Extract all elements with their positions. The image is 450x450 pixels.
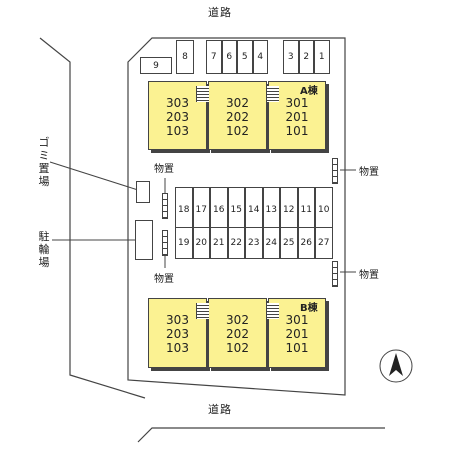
parking-slot: 7 <box>206 40 222 74</box>
storage-label: 物置 <box>359 167 379 178</box>
parking-slot: 21 <box>210 227 228 259</box>
building-a-label: A棟 <box>300 86 318 97</box>
storage-shed <box>332 261 338 287</box>
garbage-area <box>136 181 150 203</box>
parking-slot: 4 <box>252 40 268 74</box>
parking-slot: 25 <box>280 227 298 259</box>
parking-slot: 27 <box>315 227 333 259</box>
parking-slot: 11 <box>297 187 315 232</box>
parking-slot: 20 <box>192 227 210 259</box>
storage-label: 物置 <box>154 164 174 175</box>
parking-slot: 5 <box>237 40 253 74</box>
parking-slot: 8 <box>176 40 194 74</box>
storage-label: 物置 <box>154 274 174 285</box>
bicycle-area <box>135 220 153 260</box>
parking-slot: 24 <box>262 227 280 259</box>
building-a-unit-1: 301 201 101 <box>268 81 326 150</box>
parking-slot: 13 <box>262 187 280 232</box>
storage-shed <box>162 193 168 219</box>
parking-slot: 6 <box>221 40 237 74</box>
parking-slot: 10 <box>315 187 333 232</box>
north-road-label: 道路 <box>208 6 232 19</box>
building-b-label: B棟 <box>300 303 318 314</box>
building-b-unit-3: 303 203 103 <box>148 298 207 368</box>
parking-slot: 14 <box>245 187 263 232</box>
storage-shed <box>162 230 168 256</box>
parking-slot: 3 <box>283 40 299 74</box>
parking-slot: 9 <box>140 57 172 74</box>
parking-slot: 15 <box>227 187 245 232</box>
garbage-leader <box>49 161 139 191</box>
parking-slot: 12 <box>280 187 298 232</box>
storage-label: 物置 <box>359 270 379 281</box>
parking-slot: 18 <box>175 187 193 232</box>
parking-slot: 1 <box>314 40 330 74</box>
stair-icon <box>266 86 279 102</box>
parking-slot: 19 <box>175 227 193 259</box>
building-b-unit-2: 302 202 102 <box>208 298 267 368</box>
stair-icon <box>196 86 209 102</box>
parking-slot: 26 <box>297 227 315 259</box>
parking-slot: 17 <box>192 187 210 232</box>
parking-slot: 22 <box>227 227 245 259</box>
garbage-area-label: ゴミ置場 <box>38 136 50 188</box>
stair-icon <box>196 303 209 319</box>
stair-icon <box>266 303 279 319</box>
south-road-label: 道路 <box>208 403 232 416</box>
building-a-unit-2: 302 202 102 <box>208 81 267 150</box>
bicycle-parking-label: 駐輪場 <box>38 230 50 269</box>
parking-slot: 2 <box>298 40 314 74</box>
parking-slot: 16 <box>210 187 228 232</box>
storage-shed <box>332 158 338 184</box>
parking-slot: 23 <box>245 227 263 259</box>
north-arrow-icon <box>379 349 413 383</box>
